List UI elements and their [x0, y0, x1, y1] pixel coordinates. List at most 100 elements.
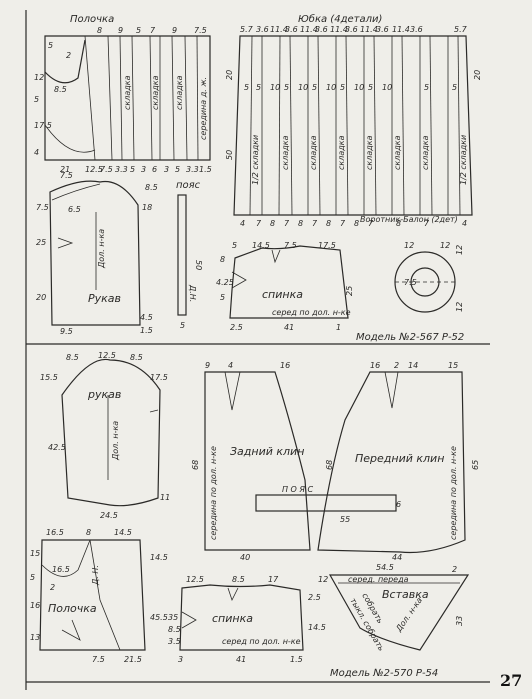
p1-left-0: 5 [48, 41, 53, 50]
spinka-2: 12.5 8.5 17 35 8.5 3.5 2.5 14.5 спинка с… [168, 575, 326, 664]
y1-top-7: 3.6 [345, 25, 358, 34]
y1-b-10: 8 [396, 219, 401, 228]
vstavka-title: Вставка [382, 588, 429, 601]
zk-top-2: 16 [280, 361, 290, 370]
p1-bot-9: 1.5 [199, 165, 212, 174]
p2-left-3: 13 [30, 633, 40, 642]
peredny-klin-title: Передний клин [355, 452, 444, 465]
p1-mark-0: 2 [66, 51, 71, 60]
r2-left-0: 15.5 [40, 373, 58, 382]
r1-top-1: 12.5 [85, 165, 103, 174]
s1-top-1: 14.5 [252, 241, 270, 250]
p2-right-0: 14.5 [150, 553, 168, 562]
yubka-1-title: Юбка (4детали) [298, 13, 382, 25]
y1-p-0: 5 [244, 83, 249, 92]
p1-edge: середина д. ж. [199, 77, 208, 140]
s2-top-1: 8.5 [232, 575, 245, 584]
y1-top-11: 3.6 [410, 25, 423, 34]
y1-half-left: 1/2 складки [251, 135, 260, 185]
y1-p-6: 10 [326, 83, 336, 92]
y1-top-3: 3.6 [285, 25, 298, 34]
y1-b-1: 7 [256, 219, 262, 228]
vor-dim-4: 12 [455, 302, 464, 312]
y1-fold-3: складка [337, 135, 346, 170]
vs-grain: Дол. н-ка [394, 596, 424, 634]
polochka-2: 16.5 8 14.5 15 5 16 13 14.5 45.5 16.5 2 … [30, 528, 168, 664]
p1-bot-2: 3.3 [115, 165, 128, 174]
spinka-1-title: спинка [262, 288, 303, 301]
p1-top-5: 7.5 [194, 26, 207, 35]
vorotnik-1: Воротник-Балон (2дет) 12 12 7.5 12 12 [360, 215, 464, 313]
p1-fold-1: складка [123, 75, 132, 110]
y1-b-6: 8 [326, 219, 331, 228]
r1-right-0: 8.5 [145, 183, 158, 192]
y1-fold-1: складка [281, 135, 290, 170]
polochka-1-title: Полочка [70, 14, 114, 25]
s1-top-0: 5 [232, 241, 237, 250]
y1-b-2: 8 [270, 219, 275, 228]
y1-b-3: 7 [284, 219, 290, 228]
y1-fold-2: складка [309, 135, 318, 170]
zk-bottom: 40 [240, 553, 250, 562]
vor-dim-3: 12 [455, 245, 464, 255]
p2-left-0: 15 [30, 549, 40, 558]
model2-caption: Модель №2-570 Р-54 [330, 668, 438, 679]
pk-top-3: 15 [448, 361, 458, 370]
p2-left-1: 5 [30, 573, 35, 582]
y1-top-0: 5.7 [240, 25, 254, 34]
p1-bot-1: 7.5 [100, 165, 113, 174]
y1-b-11: 7 [424, 219, 430, 228]
y1-b-12: 4 [462, 219, 467, 228]
poyas-1: пояс 50 Д.Н. 5 [176, 180, 203, 330]
poyas-1-len: 50 [194, 260, 203, 270]
p1-bot-8: 3.3 [186, 165, 199, 174]
y1-top-5: 3.6 [315, 25, 328, 34]
p1-bot-5: 6 [152, 165, 157, 174]
s1-right: 25 [345, 286, 354, 296]
p1-fold-2: складка [151, 75, 160, 110]
p1-bot-6: 3 [164, 165, 169, 174]
vor-dim-1: 12 [440, 241, 450, 250]
zk-left: 68 [191, 460, 200, 470]
y1-p-4: 10 [298, 83, 308, 92]
r2-left-1: 42.5 [48, 443, 66, 452]
p1-left-1: 12 [34, 73, 44, 82]
s2-bot-0: 3 [178, 655, 183, 664]
spinka-1: 5 14.5 7.5 17.5 8 4.25 5 25 спинка серед… [216, 241, 354, 332]
y1-half-right: 1/2 складки [459, 135, 468, 185]
y1-b-8: 8 [354, 219, 359, 228]
y1-b-7: 7 [340, 219, 346, 228]
poyas-1-grain: Д.Н. [188, 284, 197, 302]
rukav-2-title: рукав [87, 388, 121, 401]
r1-left-1: 25 [36, 238, 46, 247]
r1-top-0: 7.5 [60, 171, 73, 180]
p1-top-0: 8 [97, 26, 102, 35]
p1-top-3: 7 [150, 26, 156, 35]
y1-fold-6: складка [421, 135, 430, 170]
p2-mark-1: 2 [50, 583, 55, 592]
s1-bot-2: 1 [336, 323, 341, 332]
vs-left: 12 [318, 575, 328, 584]
y1-top-10: 11.4 [392, 25, 410, 34]
s2-left-0: 35 [168, 613, 178, 622]
p1-left-3: 5 [34, 95, 39, 104]
vorotnik-title: Воротник-Балон (2дет) [360, 215, 458, 224]
yubka-1: Юбка (4детали) 5.7 3.6 11.4 3.6 11.4 3.6… [225, 13, 482, 228]
zadny-klin: 9 4 16 68 Задний клин середина по дол. н… [191, 361, 311, 562]
r1-extra-0: 6.5 [68, 205, 81, 214]
s2-right-1: 14.5 [308, 623, 326, 632]
y1-b-4: 8 [298, 219, 303, 228]
poyas-2-w: 6 [396, 500, 401, 509]
s2-left-2: 3.5 [168, 637, 181, 646]
s1-top-3: 17.5 [318, 241, 336, 250]
y1-p-9: 5 [368, 83, 373, 92]
r2-top-1: 12.5 [98, 351, 116, 360]
vs-right: 33 [455, 616, 464, 626]
polochka-1: Полочка 8 9 5 7 9 7.5 5 12 8.5 5 17.5 4 … [34, 14, 212, 174]
r1-right-1: 18 [142, 203, 152, 212]
y1-top-6: 11.4 [330, 25, 348, 34]
y1-p-7: 5 [340, 83, 345, 92]
p1-top-4: 9 [172, 26, 177, 35]
r2-right-0: 17.5 [150, 373, 168, 382]
